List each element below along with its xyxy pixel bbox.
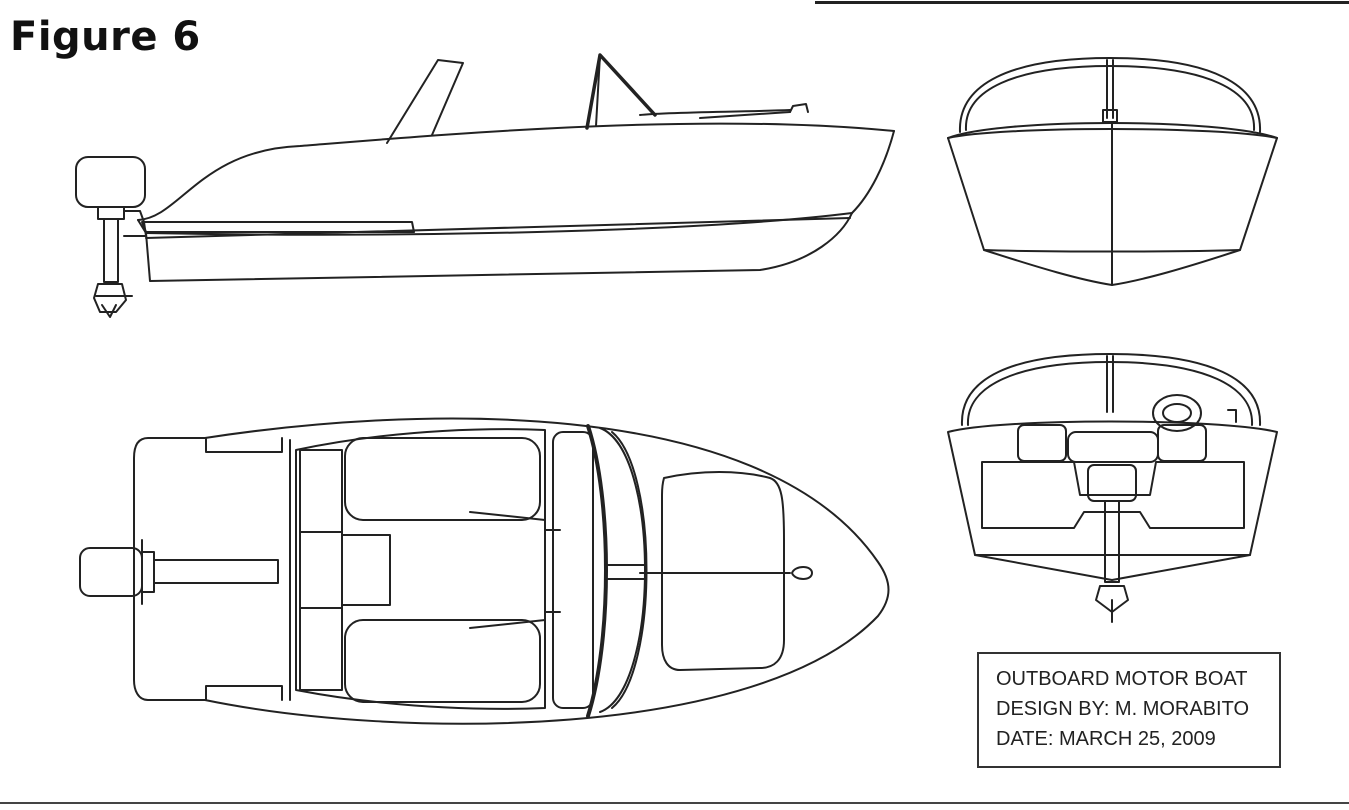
figure-label: Figure 6 <box>10 14 201 60</box>
title-block-date: DATE: MARCH 25, 2009 <box>996 728 1216 750</box>
side-view <box>75 53 895 318</box>
title-block-name: OUTBOARD MOTOR BOAT <box>996 668 1248 690</box>
title-block: OUTBOARD MOTOR BOAT DESIGN BY: M. MORABI… <box>977 652 1281 768</box>
rub-rail <box>141 221 415 233</box>
rear-view <box>947 353 1278 623</box>
hull-side <box>137 212 853 282</box>
top-view <box>79 417 890 725</box>
title-block-designer: DESIGN BY: M. MORABITO <box>996 698 1250 720</box>
outboard-motor-side <box>75 156 147 318</box>
hull-top <box>133 417 890 725</box>
hull-top-line <box>137 122 895 221</box>
bottom-border-line <box>0 802 1349 804</box>
windshield-side <box>386 59 464 144</box>
top-border-line <box>815 1 1349 4</box>
hull-rear <box>947 420 1278 581</box>
front-view <box>947 57 1278 286</box>
